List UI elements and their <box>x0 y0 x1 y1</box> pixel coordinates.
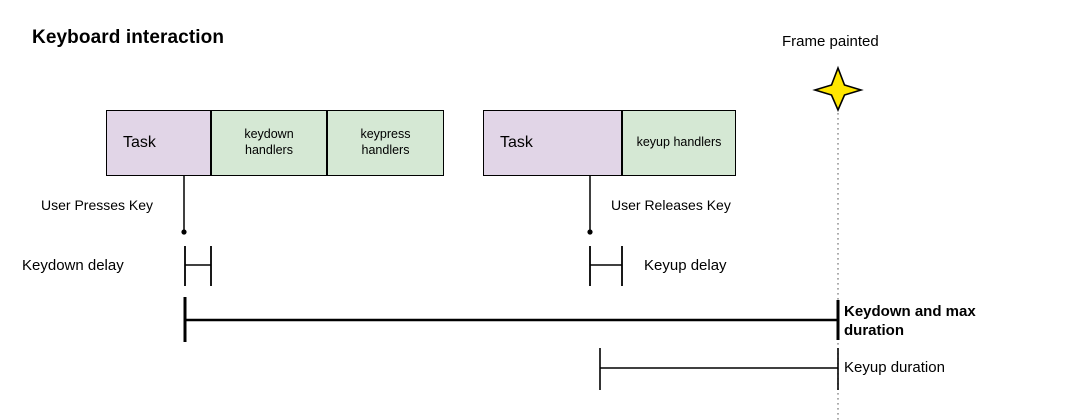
keydown-and-max-duration-bracket <box>183 297 840 342</box>
user-releases-key-label: User Releases Key <box>611 197 731 213</box>
keyup-delay-label: Keyup delay <box>644 257 727 274</box>
page-title: Keyboard interaction <box>32 27 225 48</box>
task-block-keyup[interactable]: Task <box>483 110 622 176</box>
four-point-star-icon <box>812 65 864 113</box>
task-block-keyup-label: Task <box>500 134 533 151</box>
keyup-duration-label: Keyup duration <box>844 359 945 376</box>
keyup-handlers-label: keyup handlers <box>636 135 722 150</box>
keyup-handlers-block[interactable]: keyup handlers <box>622 110 736 176</box>
keydown-delay-label: Keydown delay <box>22 257 124 274</box>
frame-painted-label: Frame painted <box>782 33 879 50</box>
user-presses-key-label: User Presses Key <box>41 197 154 213</box>
user-presses-key-connector <box>181 176 187 235</box>
keydown-delay-bracket <box>184 246 212 286</box>
task-block-keydown[interactable]: Task <box>106 110 211 176</box>
keydown-and-max-duration-label: Keydown and max duration <box>844 303 976 339</box>
user-releases-key-connector <box>587 176 593 235</box>
keyup-duration-bracket <box>599 348 839 390</box>
keyup-delay-bracket <box>589 246 623 286</box>
task-block-keydown-label: Task <box>123 134 156 151</box>
